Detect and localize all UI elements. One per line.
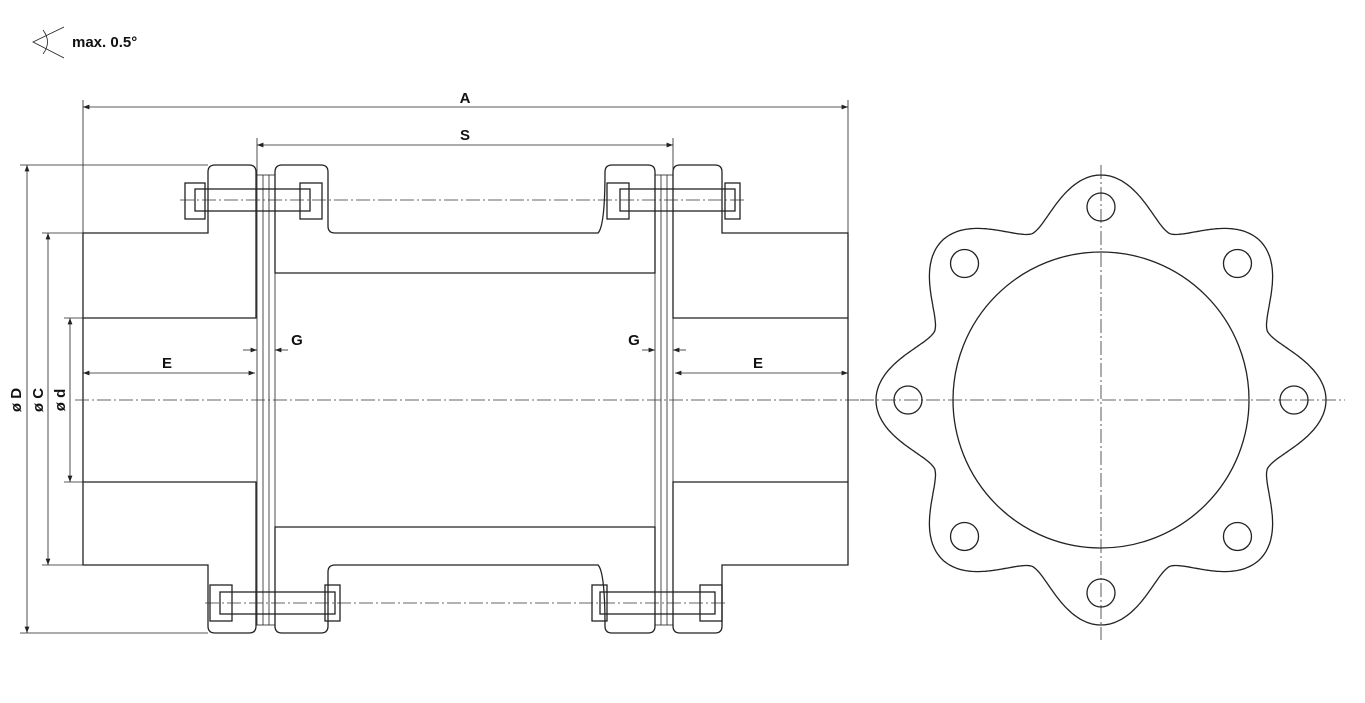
spacer [274,164,656,634]
bolt-hole [949,521,980,552]
angular-misalignment-icon [32,26,65,59]
bolt-hole [1279,385,1309,415]
bolt-hole [949,248,980,279]
dim-C: ø C [30,388,47,412]
dim-S: S [460,127,470,144]
dim-E-right: E [753,355,763,372]
dim-G-right: G [628,332,640,349]
dim-G-left: G [291,332,303,349]
flange-end-view [860,165,1345,640]
left-hub [82,164,257,634]
bolt-hole [1222,521,1253,552]
angle-note-text: max. 0.5° [72,34,137,51]
bolts [180,182,745,622]
dimensions: A S ø D ø C ø d E E G G [8,90,849,634]
dim-D: ø D [8,388,25,412]
bolt-hole [1222,248,1253,279]
bolt-hole [1086,192,1116,222]
right-hub [672,164,849,634]
bolt [219,591,336,615]
bolt-hole [893,385,923,415]
bolt-hole [1086,578,1116,608]
dim-A: A [460,90,471,107]
flange-outline [875,174,1327,626]
angle-note: max. 0.5° [32,26,137,59]
bolt [194,188,311,212]
dim-E-left: E [162,355,172,372]
dim-d: ø d [52,389,69,412]
